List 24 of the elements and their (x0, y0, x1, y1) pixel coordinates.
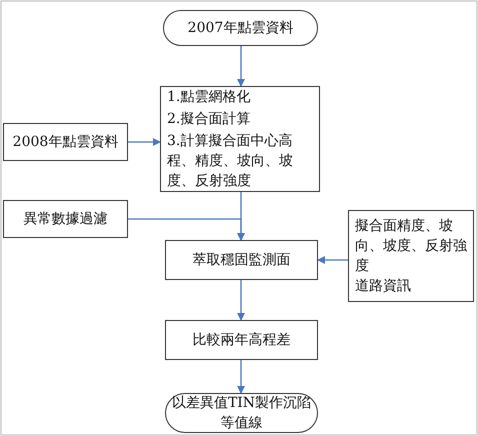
box-text: 2007年點雲資料 (188, 19, 294, 38)
arrow (237, 360, 245, 394)
arrow (317, 256, 348, 264)
arrow (128, 138, 161, 146)
box-text: 道路資訊 (355, 277, 412, 296)
process-box (165, 320, 318, 360)
box-text: 異常數據過濾 (24, 210, 108, 229)
process-box (160, 86, 320, 192)
box-text: 2.擬合面計算 (167, 110, 252, 129)
box-text: 萃取穩固監測面 (192, 251, 290, 270)
process-box (165, 240, 318, 280)
terminal-box (163, 10, 318, 46)
arrow (128, 218, 245, 241)
box-text: 2008年點雲資料 (12, 133, 118, 152)
process-box (3, 200, 128, 238)
arrow (237, 280, 245, 321)
process-box (348, 210, 474, 302)
box-text: 以差異值TIN製作沉陷等值線 (170, 394, 312, 433)
box-text: 擬合面精度、坡向、坡度、反射強度 (355, 217, 467, 276)
box-text: 比較兩年高程差 (192, 331, 290, 350)
box-text: 1.點雲網格化 (167, 88, 252, 107)
process-box (3, 123, 128, 161)
box-text: 3.計算擬合面中心高程、精度、坡向、坡度、反射強度 (167, 132, 294, 191)
arrow (237, 46, 245, 87)
